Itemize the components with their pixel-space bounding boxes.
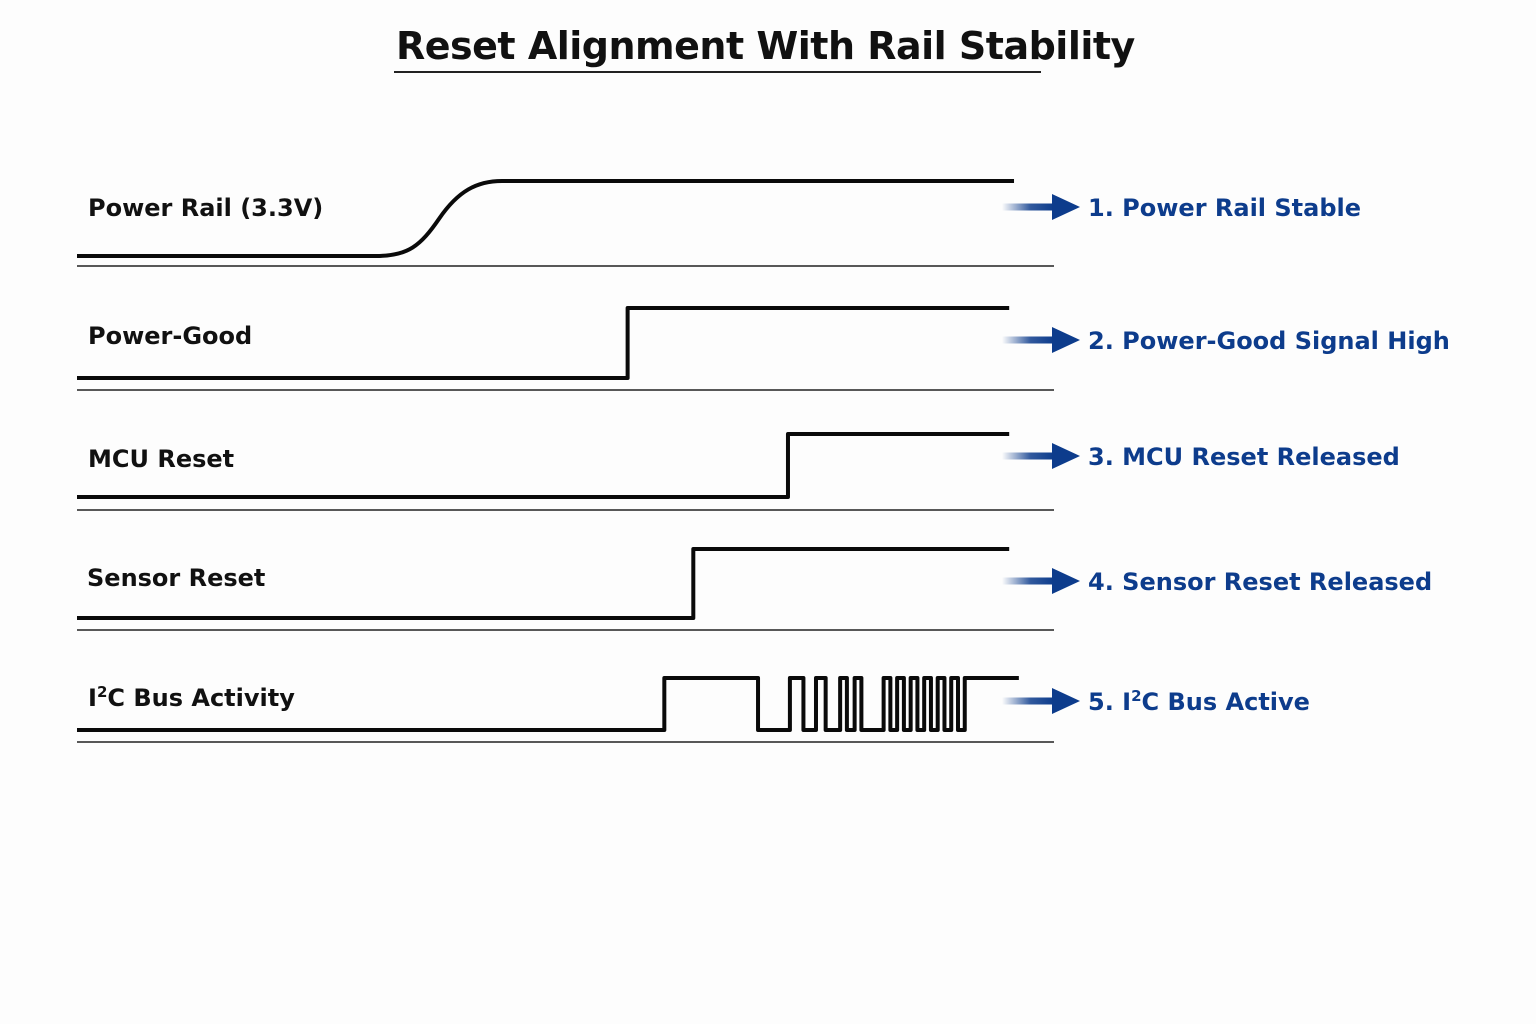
arrow-right-icon xyxy=(1002,327,1080,353)
annotation-prefix: 5. I xyxy=(1088,688,1131,716)
arrow-shaft xyxy=(1002,203,1054,211)
label-rest: C Bus Activity xyxy=(107,684,295,712)
arrow-right-icon xyxy=(1002,568,1080,594)
signal-label: Sensor Reset xyxy=(87,564,265,592)
arrow-head xyxy=(1052,327,1080,353)
signal-label: I2C Bus Activity xyxy=(88,683,295,712)
waveform-mcu-reset xyxy=(77,432,1010,499)
annotation-label: 1. Power Rail Stable xyxy=(1088,194,1361,222)
arrow-head xyxy=(1052,194,1080,220)
arrow-head xyxy=(1052,688,1080,714)
signal-row-power-good: Power-Good 2. Power-Good Signal High xyxy=(77,306,1450,391)
arrow-shaft xyxy=(1002,697,1054,705)
waveform-sensor-reset xyxy=(77,547,1010,620)
signal-row-sensor-reset: Sensor Reset 4. Sensor Reset Released xyxy=(77,547,1432,631)
signal-label: Power-Good xyxy=(88,322,252,350)
annotation-label: 4. Sensor Reset Released xyxy=(1088,568,1432,596)
diagram-title: Reset Alignment With Rail Stability xyxy=(396,24,1135,68)
label-prefix: I xyxy=(88,684,97,712)
label-superscript: 2 xyxy=(97,683,107,701)
arrow-right-icon xyxy=(1002,688,1080,714)
arrow-shaft xyxy=(1002,577,1054,585)
annotation-rest: C Bus Active xyxy=(1142,688,1310,716)
signal-label: Power Rail (3.3V) xyxy=(88,194,323,222)
annotation-label: 3. MCU Reset Released xyxy=(1088,443,1400,471)
waveform-power-rail xyxy=(77,179,1015,258)
arrow-head xyxy=(1052,443,1080,469)
signal-label: MCU Reset xyxy=(88,445,234,473)
title-underline xyxy=(394,71,1041,73)
signal-row-power-rail: Power Rail (3.3V) 1. Power Rail Stable xyxy=(77,179,1361,267)
arrow-shaft xyxy=(1002,452,1054,460)
waveform-i2c-bus xyxy=(77,676,1019,732)
arrow-right-icon xyxy=(1002,443,1080,469)
waveform-power-good xyxy=(77,306,1010,380)
arrow-right-icon xyxy=(1002,194,1080,220)
annotation-superscript: 2 xyxy=(1131,687,1141,705)
annotation-label: 5. I2C Bus Active xyxy=(1088,687,1310,716)
arrow-head xyxy=(1052,568,1080,594)
signal-row-mcu-reset: MCU Reset 3. MCU Reset Released xyxy=(77,432,1400,511)
arrow-shaft xyxy=(1002,336,1054,344)
annotation-label: 2. Power-Good Signal High xyxy=(1088,327,1450,355)
